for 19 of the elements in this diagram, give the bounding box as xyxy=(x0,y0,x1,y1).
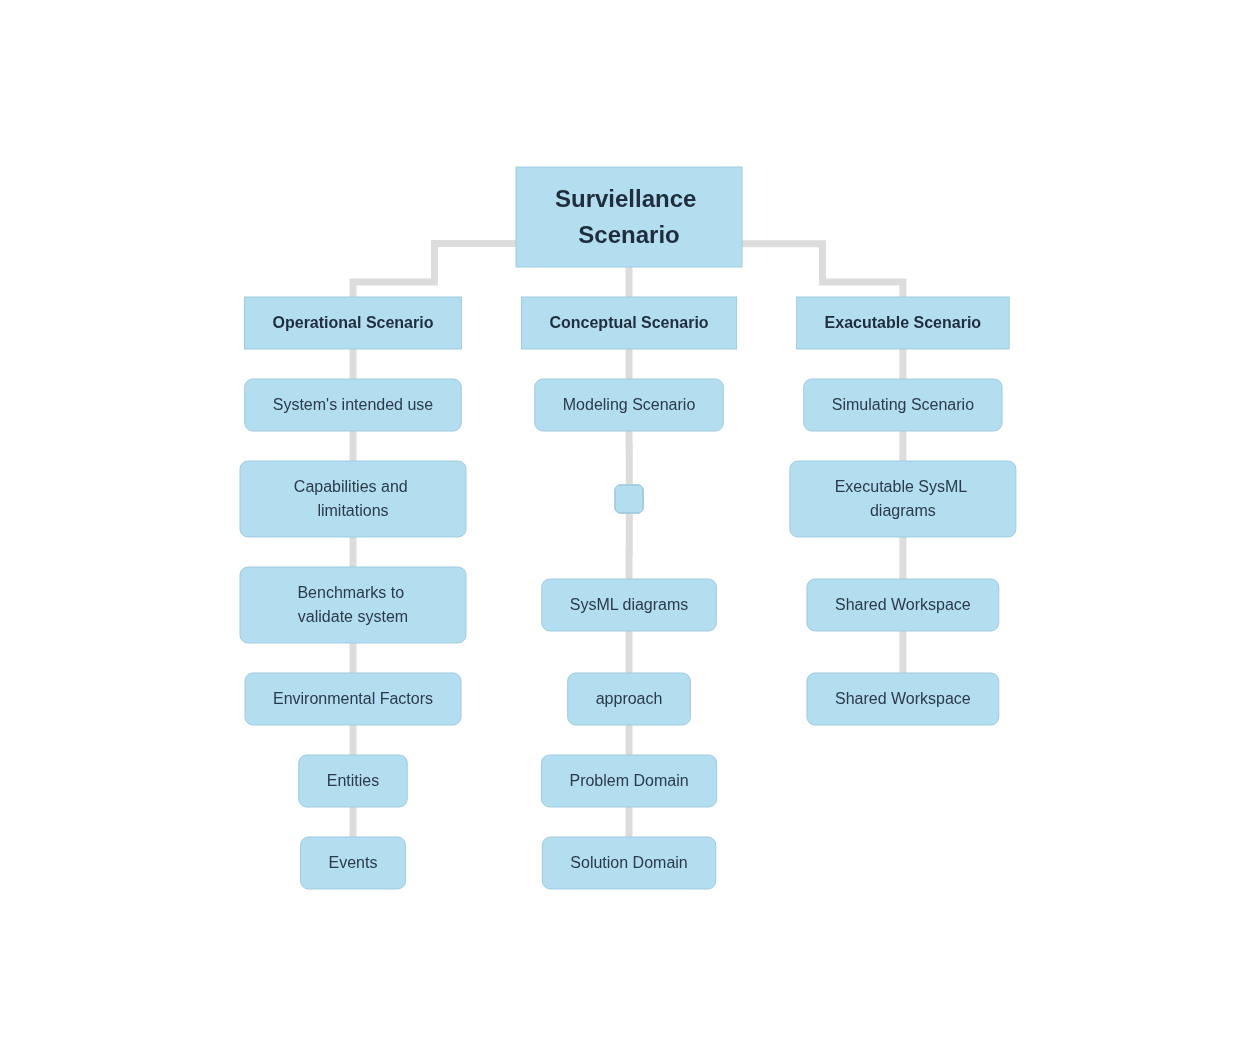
node-box: Simulating Scenario xyxy=(803,378,1003,432)
node-box: SysML diagrams xyxy=(541,578,717,632)
node-box: Solution Domain xyxy=(541,836,717,890)
node-box: Environmental Factors xyxy=(244,672,462,726)
node-box: Shared Workspace xyxy=(806,578,1000,632)
node-box: Shared Workspace xyxy=(806,672,1000,726)
node-box: Entities xyxy=(298,754,408,808)
node-box: Operational Scenario xyxy=(244,296,463,350)
node-box: Conceptual Scenario xyxy=(521,296,738,350)
node-box: Capabilities and limitations xyxy=(239,460,467,538)
node-box: Modeling Scenario xyxy=(534,378,724,432)
node-box: Surviellance Scenario xyxy=(515,166,743,268)
node-box: Benchmarks to validate system xyxy=(239,566,467,644)
node-box: Exacutable Scenario xyxy=(796,296,1010,350)
node-box: Events xyxy=(300,836,406,890)
node-box: Problem Domain xyxy=(541,754,718,808)
node-box: approach xyxy=(567,672,691,726)
node-box: Executable SysML diagrams xyxy=(789,460,1017,538)
node-box: System's intended use xyxy=(244,378,462,432)
